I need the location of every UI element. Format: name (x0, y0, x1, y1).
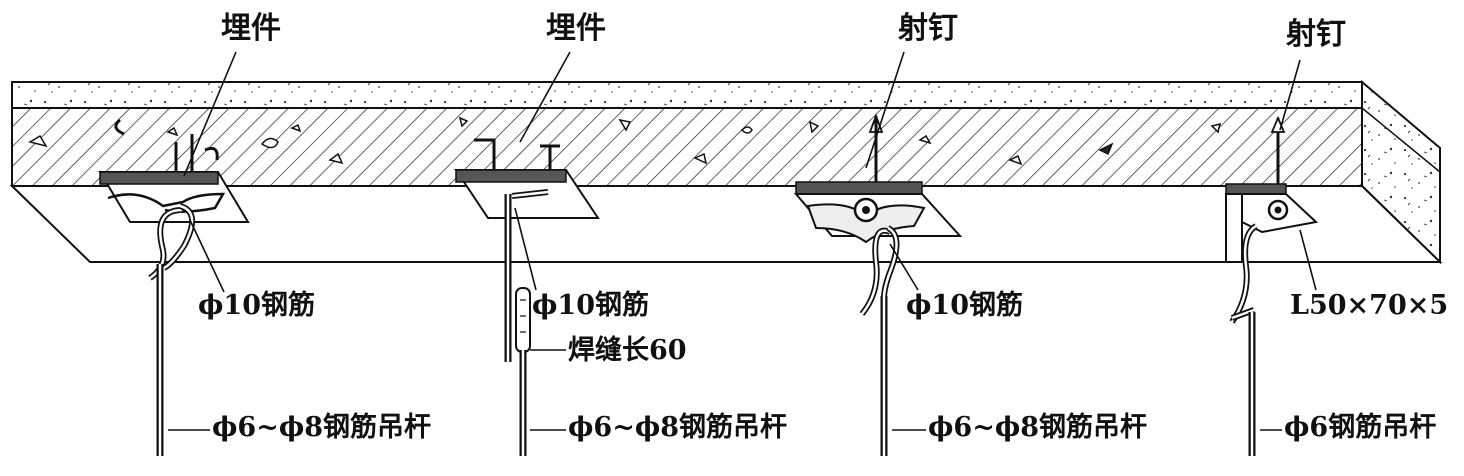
label-embedded-part-2: 埋件 (546, 11, 606, 46)
label-hanger-rod-2: ϕ6~ϕ8钢筋吊杆 (568, 412, 788, 443)
anchor-embedded-plate-2 (454, 138, 600, 456)
label-angle-steel: L50×70×5 (1290, 290, 1449, 321)
label-rebar-2: ϕ10钢筋 (532, 290, 649, 321)
label-rebar-3: ϕ10钢筋 (906, 290, 1023, 321)
label-shot-nail-1: 射钉 (898, 11, 958, 46)
label-weld-length: 焊缝长60 (568, 335, 687, 366)
label-hanger-rod-1: ϕ6~ϕ8钢筋吊杆 (212, 412, 432, 443)
label-hanger-rod-4: ϕ6钢筋吊杆 (1284, 412, 1437, 443)
label-rebar-1: ϕ10钢筋 (198, 290, 315, 321)
label-embedded-part-1: 埋件 (221, 11, 281, 46)
leader-lines (168, 51, 1317, 431)
anchor-angle-4 (1225, 115, 1319, 456)
anchor-embedded-plate-1 (98, 118, 250, 456)
label-shot-nail-2: 射钉 (1286, 17, 1346, 52)
slab-concrete-body (11, 107, 1363, 187)
label-hanger-rod-3: ϕ6~ϕ8钢筋吊杆 (928, 412, 1148, 443)
anchor-shot-nail-3 (793, 113, 963, 456)
